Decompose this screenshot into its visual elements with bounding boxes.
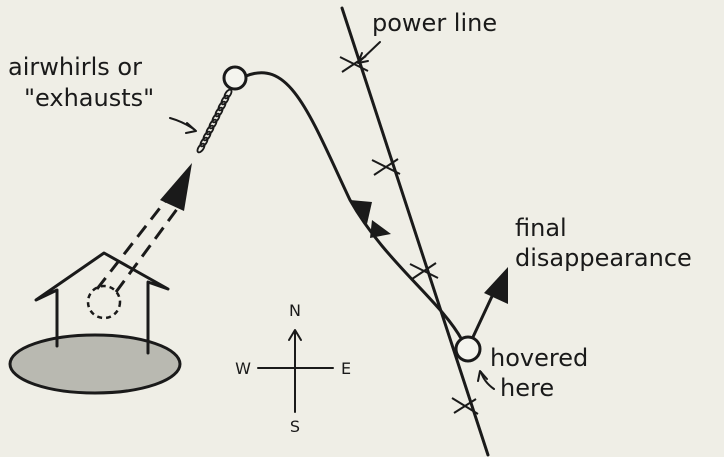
- airwhirls-spring: [196, 88, 233, 154]
- compass-north-label: N: [289, 301, 301, 320]
- compass-south-label: S: [290, 417, 300, 436]
- airwhirls-pointer: [169, 117, 197, 134]
- hovered-label-line1: hovered: [490, 344, 588, 372]
- object-start-circle: [222, 65, 248, 91]
- compass-east-label: E: [341, 359, 351, 378]
- hovered-pointer: [477, 370, 495, 390]
- airwhirls-label-line1: airwhirls or: [8, 53, 142, 81]
- power-line-label: power line: [372, 9, 497, 37]
- final-path: [471, 290, 496, 339]
- ground-ellipse: [8, 333, 182, 395]
- hovered-label-line2: here: [500, 374, 554, 402]
- final-label-line2: disappearance: [515, 244, 692, 272]
- flight-path: [244, 71, 464, 342]
- flight-arrowhead-1: [350, 200, 372, 224]
- flight-arrowhead-2: [370, 220, 391, 238]
- launch-arrowhead: [160, 163, 192, 211]
- compass-west-label: W: [235, 359, 251, 378]
- power-line-crossbars: [339, 55, 479, 415]
- launch-trajectory: [95, 163, 192, 293]
- hover-circle: [454, 335, 482, 363]
- airwhirls-label-line2: "exhausts": [24, 84, 154, 112]
- house-outline: [34, 251, 170, 355]
- power-line: [339, 6, 490, 457]
- power-line-pointer: [357, 41, 381, 64]
- final-arrowhead: [484, 267, 508, 304]
- final-label-line1: final: [515, 214, 567, 242]
- origin-dashed-circle: [86, 284, 122, 320]
- compass: N S E W: [235, 301, 351, 436]
